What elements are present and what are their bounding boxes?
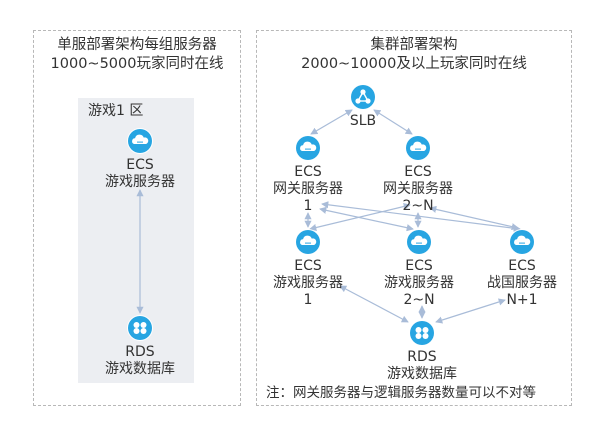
single-deployment-title: 单服部署架构每组服务器 1000~5000玩家同时在线 xyxy=(33,36,241,74)
left-rds-name: 游戏数据库 xyxy=(105,361,175,377)
gateway-1-name: 网关服务器 xyxy=(273,181,343,197)
gateway-2-type: ECS xyxy=(404,164,432,180)
edge-slb-gw2 xyxy=(373,109,413,135)
game-server-node-1[interactable]: ECS 游戏服务器 1 xyxy=(262,229,354,309)
gateway-node-2[interactable]: ECS 网关服务器 2~N xyxy=(372,135,464,215)
single-title-line1: 单服部署架构每组服务器 xyxy=(57,37,217,53)
gateway-2-index: 2~N xyxy=(402,198,434,214)
rds-icon xyxy=(409,320,435,346)
edge-gw2-gs1 xyxy=(309,202,411,232)
gateway-1-index: 1 xyxy=(303,198,313,214)
cluster-deployment-panel xyxy=(256,30,572,406)
cluster-rds-type: RDS xyxy=(407,349,437,365)
gateway-node-1[interactable]: ECS 网关服务器 1 xyxy=(262,135,354,215)
ecs-icon xyxy=(295,135,321,161)
game-server-2-name: 游戏服务器 xyxy=(384,275,454,291)
cluster-note: 注：网关服务器与逻辑服务器数量可以不对等 xyxy=(266,385,536,401)
cluster-deployment-title: 集群部署架构 2000~10000及以上玩家同时在线 xyxy=(256,36,572,74)
ecs-icon xyxy=(405,135,431,161)
left-ecs-node[interactable]: ECS 游戏服务器 xyxy=(90,128,190,191)
slb-type: SLB xyxy=(349,113,377,129)
cluster-title-line2: 2000~10000及以上玩家同时在线 xyxy=(301,56,527,72)
left-rds-node[interactable]: RDS 游戏数据库 xyxy=(90,315,190,378)
left-ecs-name: 游戏服务器 xyxy=(105,174,175,190)
rds-icon xyxy=(127,315,153,341)
gateway-1-type: ECS xyxy=(294,164,322,180)
single-deployment-panel xyxy=(33,30,241,406)
warring-states-server-index: N+1 xyxy=(506,292,538,308)
edge-slb-gw1 xyxy=(310,109,353,135)
cluster-title-line1: 集群部署架构 xyxy=(370,37,458,53)
edge-gs1-rds xyxy=(339,285,409,323)
gateway-2-name: 网关服务器 xyxy=(383,181,453,197)
edge-gw2-gs3 xyxy=(429,205,519,231)
ecs-icon xyxy=(406,229,432,255)
left-rds-type: RDS xyxy=(125,344,155,360)
slb-icon xyxy=(350,84,376,110)
game-server-2-index: 2~N xyxy=(403,292,435,308)
game-server-1-index: 1 xyxy=(303,292,313,308)
cluster-rds-node[interactable]: RDS 游戏数据库 xyxy=(372,320,472,383)
slb-node[interactable]: SLB xyxy=(333,84,393,130)
game-server-node-2[interactable]: ECS 游戏服务器 2~N xyxy=(373,229,465,309)
single-title-line2: 1000~5000玩家同时在线 xyxy=(50,56,224,72)
warring-states-server-type: ECS xyxy=(508,258,536,274)
game-server-1-type: ECS xyxy=(294,258,322,274)
ecs-icon xyxy=(127,128,153,154)
warring-states-server-name: 战国服务器 xyxy=(487,275,557,291)
edge-gs3-rds xyxy=(435,298,506,324)
ecs-icon xyxy=(509,229,535,255)
game-zone-label: 游戏1 区 xyxy=(88,103,144,119)
ecs-icon xyxy=(295,229,321,255)
game-server-1-name: 游戏服务器 xyxy=(273,275,343,291)
game-server-2-type: ECS xyxy=(405,258,433,274)
cluster-rds-name: 游戏数据库 xyxy=(387,366,457,382)
left-ecs-type: ECS xyxy=(126,157,154,173)
warring-states-server-node[interactable]: ECS 战国服务器 N+1 xyxy=(476,229,568,309)
